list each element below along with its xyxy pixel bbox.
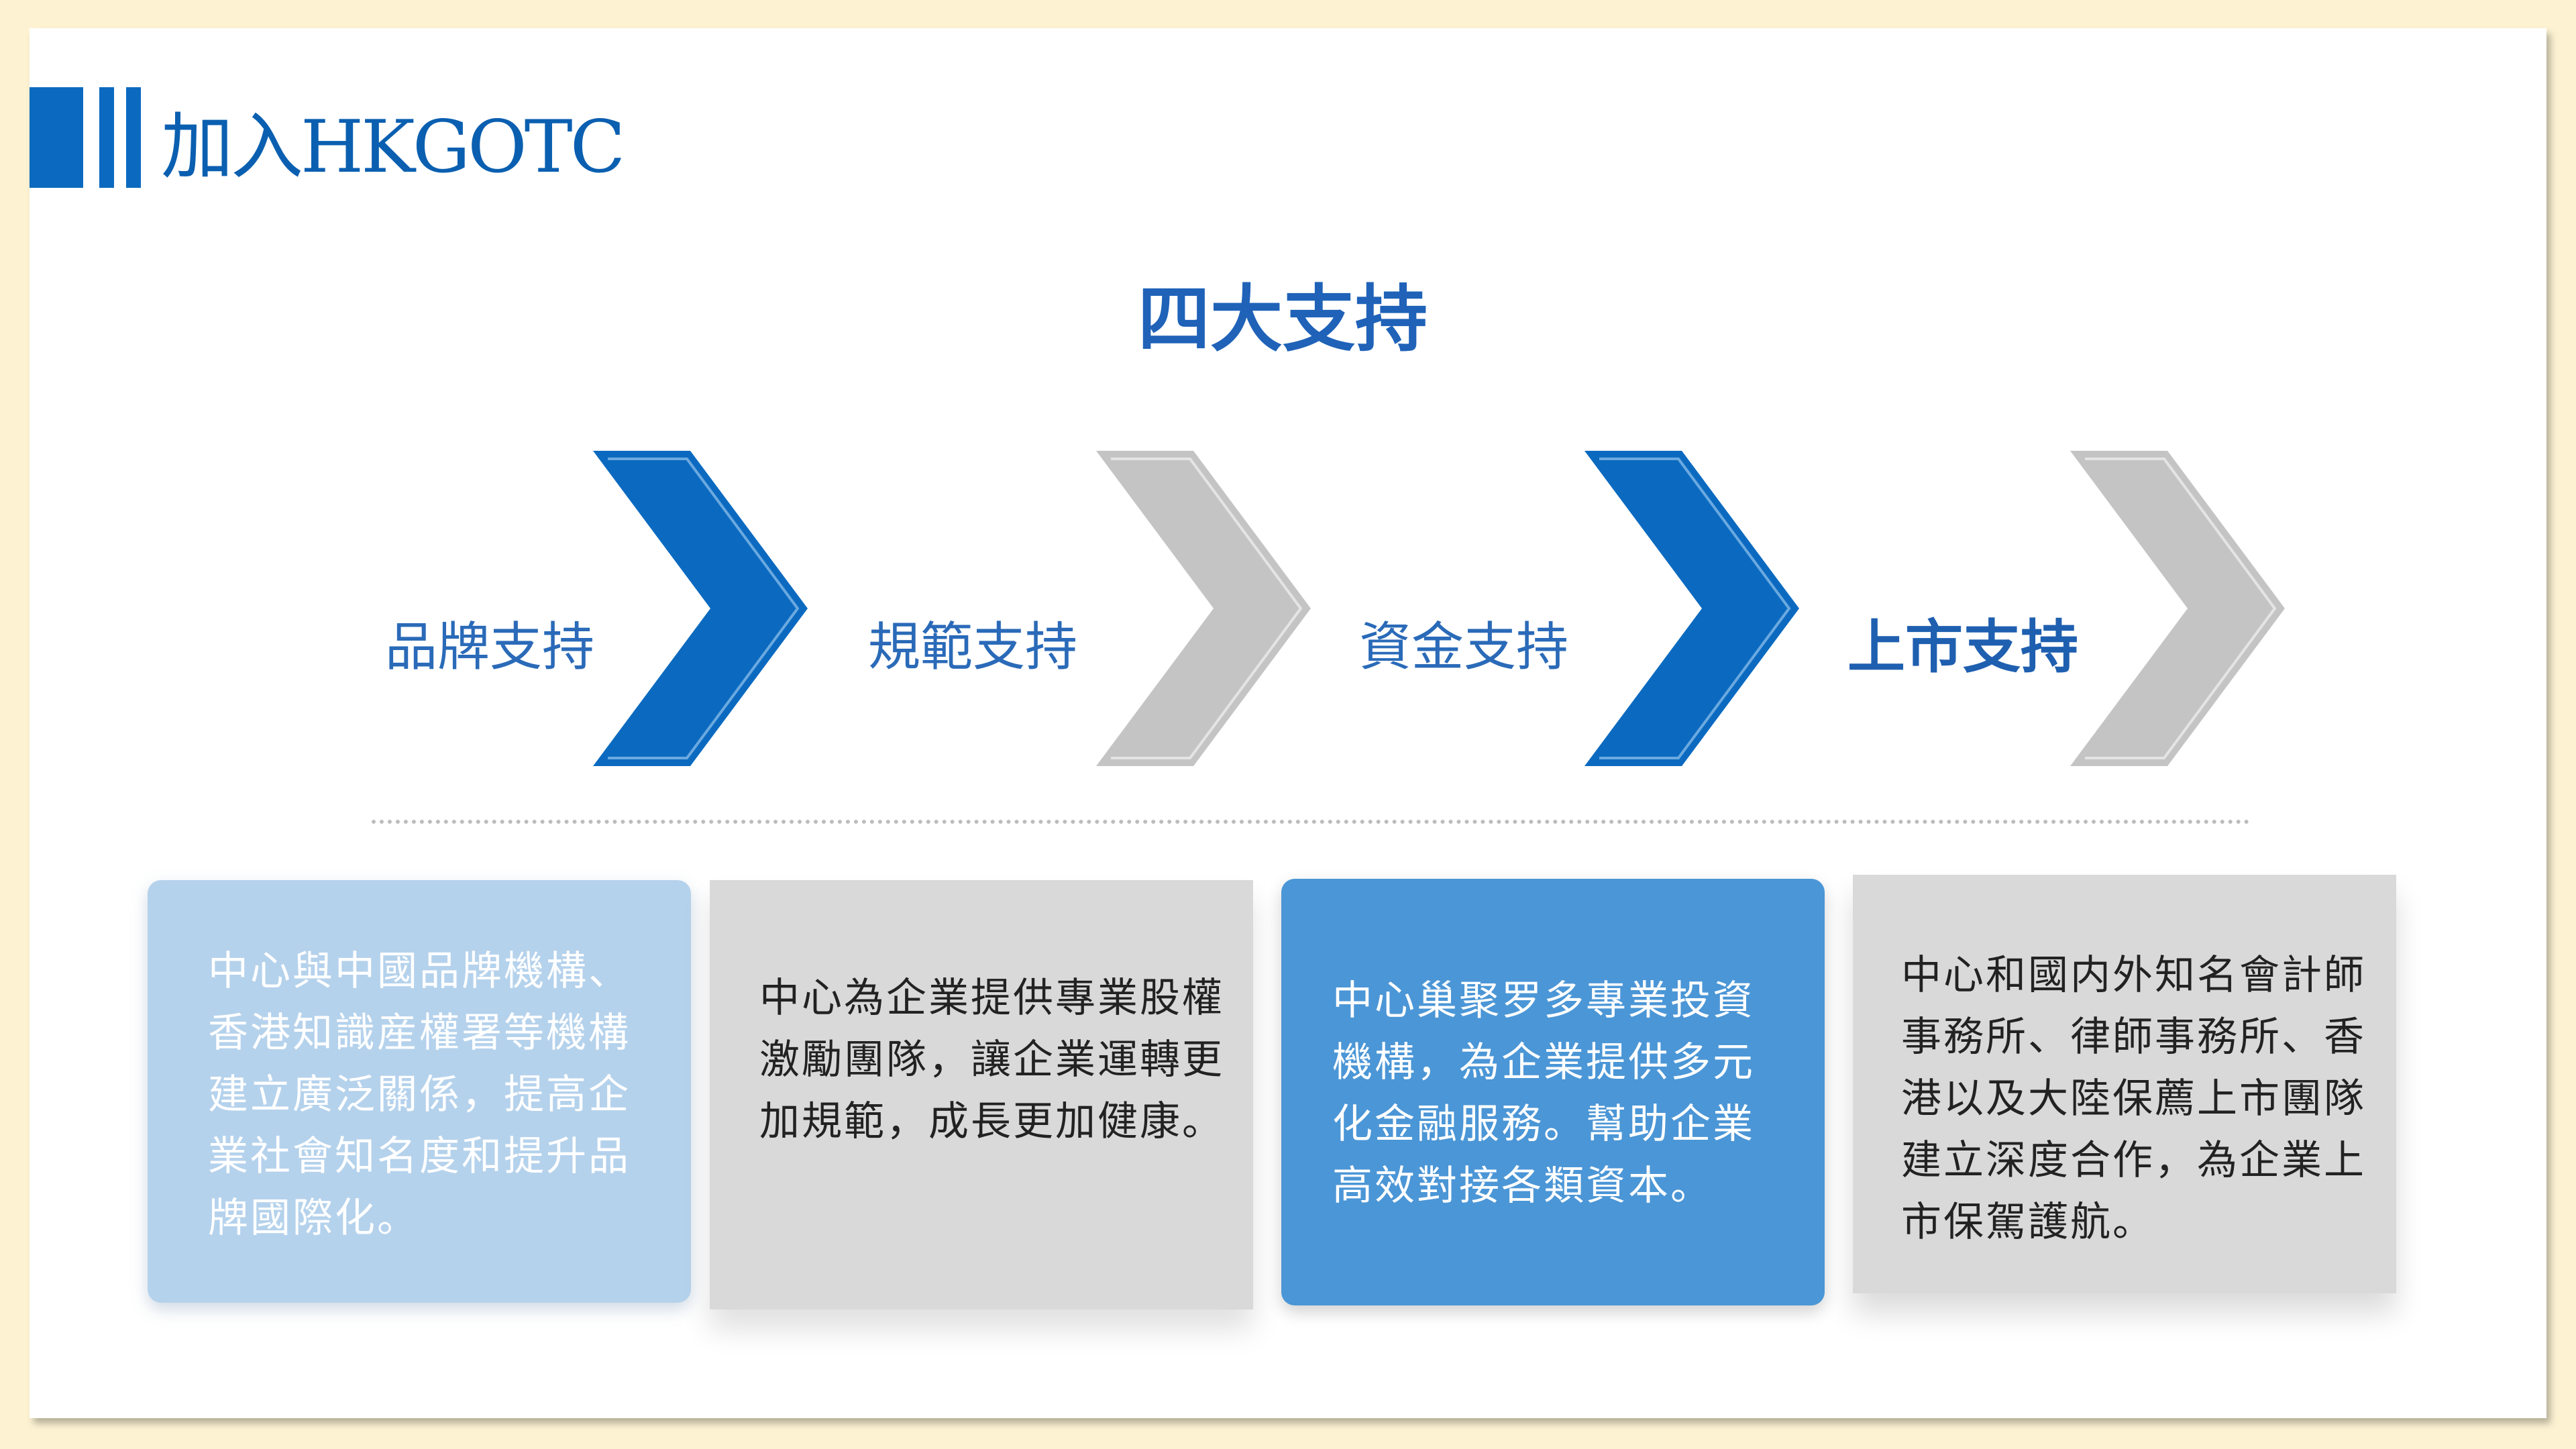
chevron-right-icon [1096, 451, 1311, 766]
chevron-right-icon [2070, 451, 2285, 766]
card-funding-support: 中心巢聚罗多專業投資機構，為企業提供多元化金融服務。幫助企業高效對接各類資本。 [1281, 879, 1825, 1305]
section-title: 四大支持 [1137, 278, 1428, 362]
chevron-right-icon [1585, 451, 1799, 766]
step-label-governance: 規範支持 [868, 617, 1078, 678]
step-label-funding: 資金支持 [1359, 617, 1569, 678]
card-brand-support: 中心與中國品牌機構、香港知識産權署等機構建立廣泛關係，提高企業社會知名度和提升品… [148, 880, 691, 1303]
card-governance-support: 中心為企業提供專業股權激勵團隊，讓企業運轉更加規範，成長更加健康。 [710, 880, 1253, 1309]
step-label-listing: 上市支持 [1847, 614, 2078, 681]
header-bars-icon [30, 87, 141, 188]
slide: 加入HKGOTC 四大支持 品牌支持 規範支持 資金支持 上市支持 中心與中國品… [30, 28, 2546, 1418]
card-text: 中心為企業提供專業股權激勵團隊，讓企業運轉更加規範，成長更加健康。 [759, 975, 1224, 1145]
support-steps: 品牌支持 規範支持 資金支持 上市支持 [164, 411, 2351, 766]
card-text: 中心和國内外知名會計師事務所、律師事務所、香港以及大陸保薦上市團隊建立深度合作，… [1901, 952, 2366, 1246]
chevron-right-icon [593, 451, 808, 766]
card-listing-support: 中心和國内外知名會計師事務所、律師事務所、香港以及大陸保薦上市團隊建立深度合作，… [1853, 875, 2396, 1293]
step-label-brand: 品牌支持 [385, 617, 595, 678]
page-title: 加入HKGOTC [161, 105, 625, 189]
dotted-divider [372, 820, 2250, 824]
card-text: 中心與中國品牌機構、香港知識産權署等機構建立廣泛關係，提高企業社會知名度和提升品… [208, 948, 631, 1242]
card-text: 中心巢聚罗多專業投資機構，為企業提供多元化金融服務。幫助企業高效對接各類資本。 [1332, 977, 1755, 1210]
